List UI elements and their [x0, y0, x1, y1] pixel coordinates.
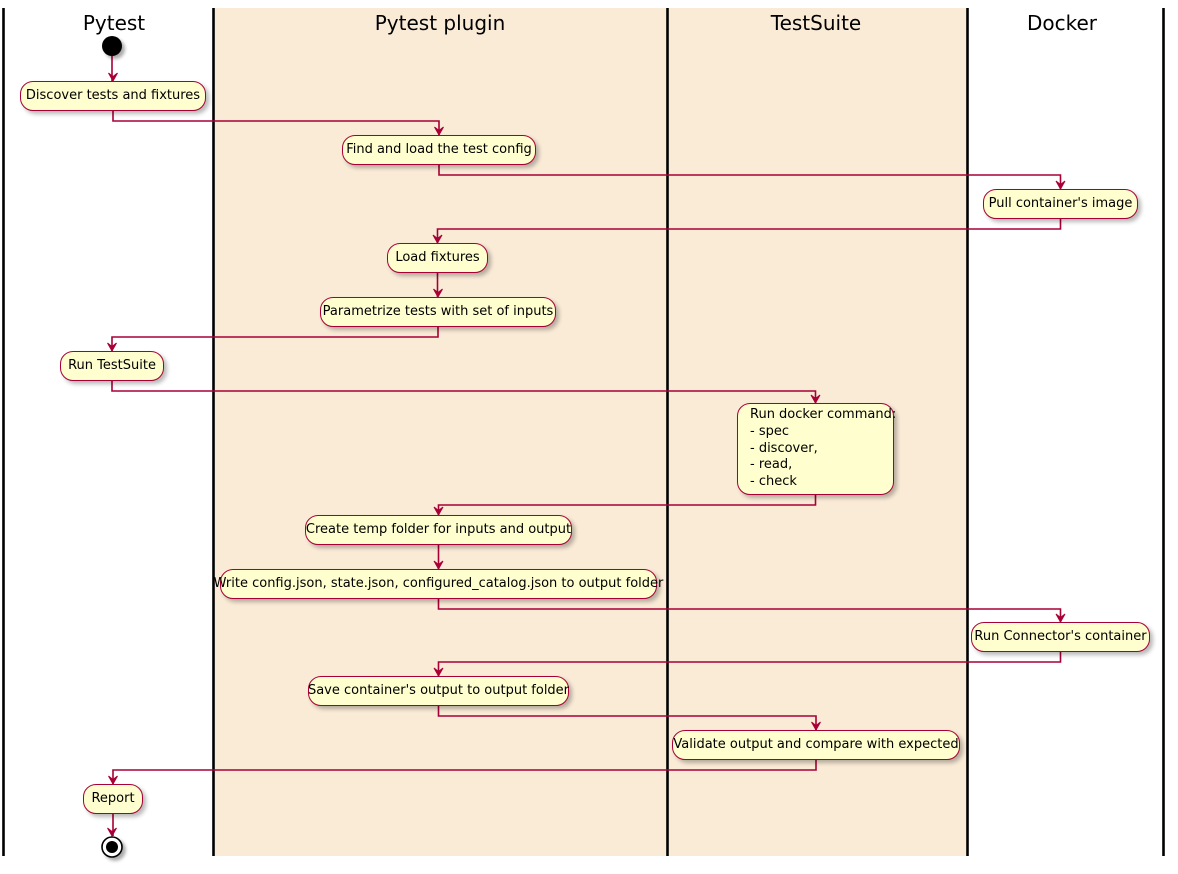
edge-discover-to-findconfig [112, 111, 444, 137]
activity-node-parametrize: Parametrize tests with set of inputs [320, 297, 556, 327]
edge-path [112, 760, 817, 784]
activity-node-pullimage: Pull container's image [983, 189, 1138, 219]
edge-tempfolder-to-writejson [433, 545, 444, 571]
arrow-head [432, 234, 443, 245]
edge-path [437, 652, 1062, 676]
edge-path [437, 599, 1062, 622]
activity-node-tempfolder: Create temp folder for inputs and output [305, 515, 572, 545]
edge-validate-to-report [108, 760, 817, 786]
lane-title-testsuite: TestSuite [770, 11, 862, 35]
edge-report-to-end [107, 814, 117, 838]
edge-path [437, 706, 817, 730]
edge-path [436, 219, 1062, 243]
edge-saveoutput-to-validate [437, 706, 821, 732]
arrow-head [434, 126, 444, 137]
end-node [101, 836, 123, 858]
terminal-markers [101, 36, 123, 858]
arrow-head [433, 506, 444, 517]
lane-title-pytest: Pytest [82, 11, 146, 35]
edge-pullimage-to-loadfix [432, 219, 1062, 245]
arrow-head [810, 394, 821, 405]
edge-path [111, 327, 439, 351]
edge-start-to-discover [108, 56, 118, 83]
arrow-head [433, 560, 444, 571]
edge-rundocker-to-tempfolder [433, 495, 817, 517]
activity-node-runconn: Run Connector's container [971, 622, 1150, 652]
arrow-head [108, 72, 118, 83]
arrow-head [1055, 613, 1066, 624]
edge-loadfix-to-parametrize [433, 273, 443, 299]
activity-node-findconfig: Find and load the test config [342, 135, 536, 165]
edge-path [112, 111, 440, 135]
edge-runconn-to-saveoutput [433, 652, 1062, 678]
arrow-head [433, 667, 444, 678]
arrow-head [107, 827, 117, 838]
edge-path [111, 381, 817, 403]
start-node [102, 36, 122, 56]
activity-node-validate: Validate output and compare with expecte… [672, 730, 960, 760]
activity-node-loadfix: Load fixtures [387, 243, 488, 273]
activity-node-writejson: Write config.json, state.json, configure… [214, 569, 663, 599]
arrow-head [811, 721, 821, 732]
lane-dividers [2, 8, 1165, 856]
activity-node-runsuite: Run TestSuite [60, 351, 164, 381]
lane-title-docker: Docker [1026, 11, 1098, 35]
arrow-head [1055, 180, 1066, 191]
edge-findconfig-to-pullimage [438, 165, 1066, 191]
lane-title-pytest-plugin: Pytest plugin [374, 11, 506, 35]
edge-path [438, 165, 1062, 189]
edge-runsuite-to-rundocker [111, 381, 821, 405]
activity-node-saveoutput: Save container's output to output folder [308, 676, 569, 706]
arrow-head [433, 288, 443, 299]
arrow-head [108, 775, 118, 786]
activity-node-discover: Discover tests and fixtures [20, 81, 206, 111]
arrow-head [107, 342, 117, 353]
edge-connectors [107, 56, 1066, 838]
activity-node-report: Report [83, 784, 143, 814]
edge-writejson-to-runconn [437, 599, 1066, 624]
activity-node-rundocker: Run docker command: - spec - discover, -… [737, 403, 896, 495]
edge-parametrize-to-runsuite [107, 327, 439, 353]
